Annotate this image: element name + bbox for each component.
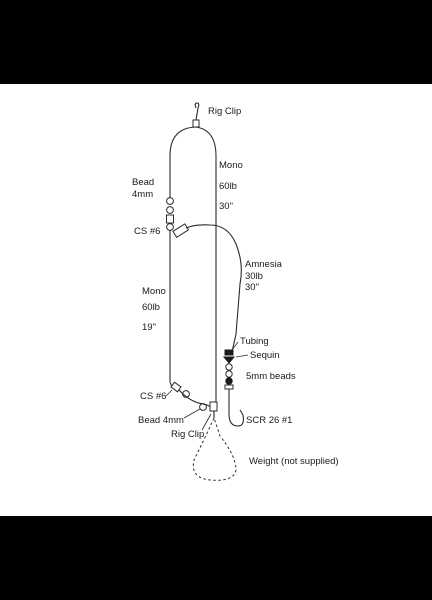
letterbox-bottom — [0, 516, 432, 600]
label-amnesia-length: 30" — [245, 282, 259, 293]
letterbox-top — [0, 0, 432, 84]
main-loop-line — [169, 126, 217, 402]
pointer-bead-bottom — [183, 408, 201, 419]
label-tubing: Tubing — [240, 336, 269, 347]
label-bead-top: Bead — [132, 177, 154, 188]
label-mono-left: Mono — [142, 286, 166, 297]
label-mono-right: Mono — [219, 160, 243, 171]
pointer-sequin — [235, 354, 249, 358]
label-mono-right-weight: 60lb — [219, 181, 237, 192]
hook — [228, 389, 244, 427]
label-cs-bottom: CS #6 — [140, 391, 166, 402]
label-amnesia: Amnesia — [245, 259, 283, 270]
rig-diagram: Rig Clip Mono 60lb 30" Bead 4mm CS #6 Am… — [0, 84, 432, 516]
label-mono-left-length: 19" — [142, 322, 156, 333]
label-mono-right-length: 30" — [219, 201, 233, 212]
label-beads-5mm: 5mm beads — [246, 371, 296, 382]
cs-top-swivel — [172, 223, 190, 238]
top-bead-stack — [166, 197, 174, 231]
label-rig-clip-top: Rig Clip — [208, 106, 241, 117]
label-bead-top-size: 4mm — [132, 189, 153, 200]
weight-loop — [192, 416, 237, 481]
rig-diagram-svg: Rig Clip Mono 60lb 30" Bead 4mm CS #6 Am… — [132, 102, 339, 481]
label-amnesia-weight: 30lb — [245, 271, 263, 282]
label-sequin: Sequin — [250, 350, 280, 361]
pointer-rig-clip-bottom — [201, 413, 212, 431]
amnesia-line — [185, 224, 242, 353]
label-cs-top: CS #6 — [134, 226, 160, 237]
bottom-rig-clip — [209, 401, 218, 418]
label-bead-bottom: Bead 4mm — [138, 415, 184, 426]
label-scr: SCR 26 #1 — [246, 415, 292, 426]
top-rig-clip — [192, 102, 200, 128]
label-mono-left-weight: 60lb — [142, 302, 160, 313]
pointer-cs-bottom — [165, 389, 173, 397]
hook-bead-stack — [222, 349, 236, 390]
bottom-swivel-group — [170, 381, 215, 411]
pointer-tubing — [231, 341, 239, 351]
label-weight: Weight (not supplied) — [249, 456, 339, 467]
label-rig-clip-bottom: Rig Clip — [171, 429, 204, 440]
left-mono-line — [169, 230, 173, 387]
